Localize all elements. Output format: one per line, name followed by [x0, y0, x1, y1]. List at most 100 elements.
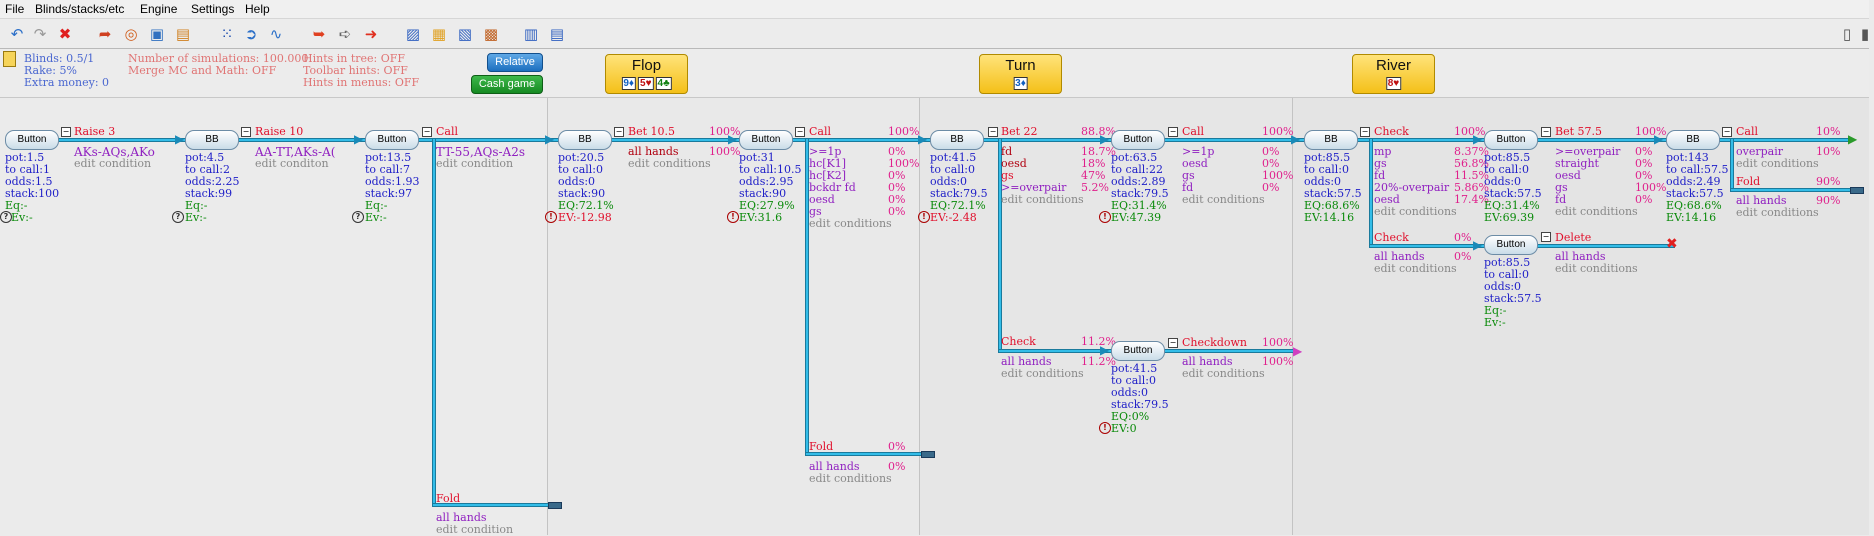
collapse-icon[interactable]: − [988, 127, 998, 137]
arrow-right-icon[interactable]: ➪ [338, 25, 352, 43]
a8c-label[interactable]: Check [1374, 231, 1409, 244]
collapse-icon[interactable]: − [614, 127, 624, 137]
turn-cards: 3♦ [1013, 77, 1028, 90]
a8-label[interactable]: Check [1374, 125, 1409, 138]
a9b-edit[interactable]: edit conditions [1555, 262, 1638, 275]
a5f-edit[interactable]: edit conditions [809, 472, 892, 485]
document-icon[interactable]: ▯ [1842, 25, 1852, 43]
a9-row-4: gs [1555, 181, 1568, 194]
collapse-icon[interactable]: − [61, 127, 71, 137]
node-button-5[interactable]: Button [1111, 341, 1165, 361]
arrow-icon: ▶ [1100, 132, 1110, 146]
export-icon[interactable]: ▩ [483, 25, 499, 43]
undo-icon[interactable]: ↶ [10, 25, 24, 43]
node-bb-5[interactable]: BB [1666, 130, 1720, 150]
n7-odds: odds:2.89 [1111, 175, 1166, 188]
font-icon[interactable]: ▥ [523, 25, 539, 43]
play-icon[interactable]: ➲ [244, 25, 258, 43]
collapse-icon[interactable]: − [1168, 338, 1178, 348]
a7-edit[interactable]: edit conditions [1182, 193, 1265, 206]
target-icon[interactable]: ◎ [124, 25, 138, 43]
a5f-label[interactable]: Fold [809, 440, 834, 453]
a5-edit[interactable]: edit conditions [809, 217, 892, 230]
a5f-pct: 0% [888, 440, 906, 453]
a5-row-4-pct: 0% [888, 181, 906, 194]
table-icon[interactable]: ▧ [457, 25, 473, 43]
collapse-icon[interactable]: − [1722, 127, 1732, 137]
node-button-4[interactable]: Button [1111, 130, 1165, 150]
collapse-icon[interactable]: − [1541, 232, 1551, 242]
branch-icon[interactable]: ➦ [98, 25, 112, 43]
a5-label[interactable]: Call [809, 125, 832, 138]
chart-icon[interactable]: ∿ [269, 25, 283, 43]
redo-icon[interactable]: ↷ [33, 25, 47, 43]
arrow-right-red-icon[interactable]: ➜ [364, 25, 378, 43]
grid-icon[interactable]: ▦ [431, 25, 447, 43]
a4-edit[interactable]: edit conditions [628, 157, 711, 170]
node-button-6[interactable]: Button [1484, 130, 1538, 150]
collapse-icon[interactable]: − [795, 127, 805, 137]
collapse-icon[interactable]: − [422, 127, 432, 137]
panel-icon[interactable]: ▮ [1860, 25, 1870, 43]
text-icon[interactable]: ▨ [405, 25, 421, 43]
a8-edit[interactable]: edit conditions [1374, 205, 1457, 218]
node-button-2[interactable]: Button [365, 130, 419, 150]
a2-label[interactable]: Raise 10 [255, 125, 304, 138]
menu-settings[interactable]: Settings [191, 2, 235, 16]
collapse-icon[interactable]: − [1541, 127, 1551, 137]
node-bb-2[interactable]: BB [558, 130, 612, 150]
a10-label[interactable]: Call [1736, 125, 1759, 138]
node-button-7[interactable]: Button [1484, 235, 1538, 255]
collapse-icon[interactable]: − [241, 127, 251, 137]
a8c-edit[interactable]: edit conditions [1374, 262, 1457, 275]
a7-label[interactable]: Call [1182, 125, 1205, 138]
collapse-icon[interactable]: − [1360, 127, 1370, 137]
arrow-red-icon[interactable]: ➥ [312, 25, 326, 43]
a3-label[interactable]: Call [436, 125, 459, 138]
node-bb-3[interactable]: BB [930, 130, 984, 150]
collapse-icon[interactable]: − [1168, 127, 1178, 137]
menu-file[interactable]: File [5, 2, 25, 16]
a10f-edit[interactable]: edit conditions [1736, 206, 1819, 219]
a7b-edit[interactable]: edit conditions [1182, 367, 1265, 380]
cash-game-button[interactable]: Cash game [471, 75, 543, 94]
menu-help[interactable]: Help [245, 2, 270, 16]
relative-button[interactable]: Relative [487, 53, 543, 72]
paste-icon[interactable]: ▤ [175, 25, 191, 43]
a10-edit[interactable]: edit conditions [1736, 157, 1819, 170]
node-button-3[interactable]: Button [739, 130, 793, 150]
a1-label[interactable]: Raise 3 [74, 125, 116, 138]
a6-edit[interactable]: edit conditions [1001, 193, 1084, 206]
a6c-edit[interactable]: edit conditions [1001, 367, 1084, 380]
check-branch-line-2 [1369, 138, 1373, 248]
a9-label[interactable]: Bet 57.5 [1555, 125, 1603, 138]
notes-icon[interactable] [3, 51, 16, 67]
delete-icon[interactable]: ✖ [58, 25, 72, 43]
a6c-rpct: 11.2% [1081, 355, 1116, 368]
a10f-label[interactable]: Fold [1736, 175, 1761, 188]
node-bb-4[interactable]: BB [1304, 130, 1358, 150]
n7-eq: EQ:31.4% [1111, 199, 1167, 212]
a9-edit[interactable]: edit conditions [1555, 205, 1638, 218]
node-button-1[interactable]: Button [5, 130, 59, 150]
menu-engine[interactable]: Engine [140, 2, 178, 16]
menu-blinds[interactable]: Blinds/stacks/etc [35, 2, 125, 16]
ex-icon[interactable]: ▤ [549, 25, 565, 43]
n4-ev: EV:-12.98 [558, 211, 612, 224]
a3f-edit[interactable]: edit condition [436, 523, 514, 536]
a4-label[interactable]: Bet 10.5 [628, 125, 676, 138]
a7b-label[interactable]: Checkdown [1182, 336, 1248, 349]
node-bb-1[interactable]: BB [185, 130, 239, 150]
a5-row-5: oesd [809, 193, 835, 206]
delete-icon-tree[interactable]: ✖ [1666, 236, 1678, 252]
a3f-label[interactable]: Fold [436, 492, 461, 505]
a2-edit[interactable]: edit conditon [255, 157, 329, 170]
a6-label[interactable]: Bet 22 [1001, 125, 1038, 138]
a3-edit[interactable]: edit condition [436, 157, 514, 170]
scatter-icon[interactable]: ⁙ [220, 25, 234, 43]
river-section [1293, 98, 1869, 535]
a9b-label[interactable]: Delete [1555, 231, 1592, 244]
a1-edit[interactable]: edit condition [74, 157, 152, 170]
a6c-label[interactable]: Check [1001, 335, 1036, 348]
copy-icon[interactable]: ▣ [149, 25, 165, 43]
